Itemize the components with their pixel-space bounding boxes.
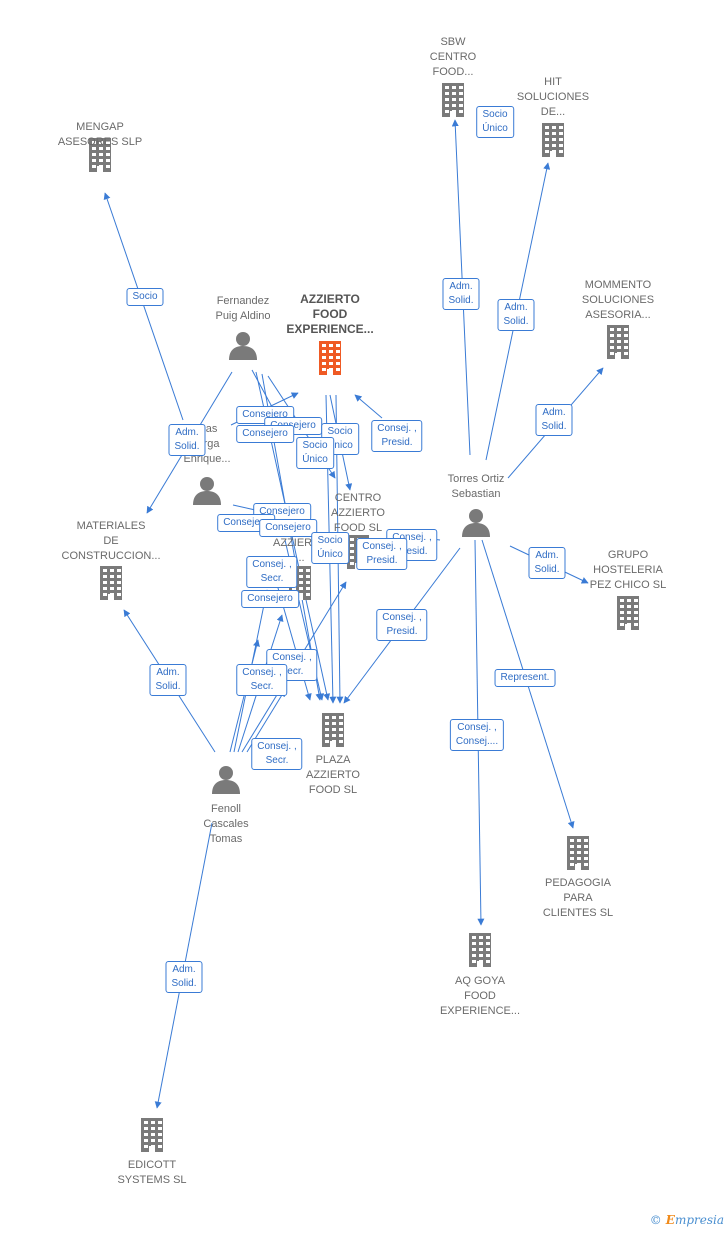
relation-label: Consej. , Secr.	[236, 664, 288, 696]
brand-logo-text: mpresia	[674, 1213, 724, 1227]
company-building-icon[interactable]	[562, 836, 594, 875]
node-label-materiales[interactable]: MATERIALES DE CONSTRUCCION...	[61, 520, 161, 562]
company-building-icon[interactable]	[464, 933, 496, 972]
company-building-icon[interactable]	[437, 83, 469, 122]
relation-label: Socio Único	[296, 437, 334, 469]
company-building-icon[interactable]	[317, 713, 349, 752]
node-label-azzierto_fe[interactable]: AZZIERTO FOOD EXPERIENCE...	[286, 292, 374, 336]
brand-logo-initial: E	[665, 1213, 675, 1227]
node-label-fenoll[interactable]: Fenoll Cascales Tomas	[203, 803, 249, 845]
relation-label: Consej. , Secr.	[246, 556, 298, 588]
company-building-icon[interactable]	[95, 566, 127, 605]
relation-label: Consej. , Secr.	[251, 738, 303, 770]
node-label-aqgoya[interactable]: AQ GOYA FOOD EXPERIENCE...	[439, 975, 521, 1017]
relation-label: Represent.	[494, 669, 556, 687]
relation-label: Adm. Solid.	[165, 961, 203, 993]
node-label-mommento[interactable]: MOMMENTO SOLUCIONES ASESORIA...	[581, 279, 655, 321]
company-building-icon[interactable]	[136, 1118, 168, 1157]
person-icon[interactable]	[461, 507, 491, 542]
node-label-plaza[interactable]: PLAZA AZZIERTO FOOD SL	[306, 754, 360, 796]
company-building-icon[interactable]	[602, 325, 634, 364]
relation-label: Consejero	[259, 519, 317, 537]
company-building-icon[interactable]	[612, 596, 644, 635]
relation-label: Socio Único	[476, 106, 514, 138]
relation-label: Adm. Solid.	[149, 664, 187, 696]
relation-edge	[103, 192, 184, 421]
node-label-pedagogia[interactable]: PEDAGOGIA PARA CLIENTES SL	[542, 877, 614, 919]
node-label-edicott[interactable]: EDICOTT SYSTEMS SL	[117, 1159, 187, 1186]
relation-label: Adm. Solid.	[535, 404, 573, 436]
company-building-icon[interactable]	[84, 138, 116, 177]
relation-edge	[354, 394, 383, 419]
copyright-icon: ©	[649, 1213, 662, 1227]
relation-label: Adm. Solid.	[497, 299, 535, 331]
node-label-centro[interactable]: CENTRO AZZIERTO FOOD SL	[331, 492, 385, 534]
node-label-torres[interactable]: Torres Ortiz Sebastian	[447, 473, 505, 500]
relation-label: Adm. Solid.	[442, 278, 480, 310]
node-label-sbw[interactable]: SBW CENTRO FOOD...	[429, 36, 477, 78]
node-label-hit[interactable]: HIT SOLUCIONES DE...	[516, 76, 590, 118]
relation-label: Consej. , Presid.	[371, 420, 423, 452]
person-icon[interactable]	[192, 475, 222, 510]
node-label-fernandez[interactable]: Fernandez Puig Aldino	[215, 295, 271, 322]
relation-label: Consejero	[236, 425, 294, 443]
company-building-icon[interactable]	[537, 123, 569, 162]
focus-company-building-icon[interactable]	[314, 341, 346, 380]
relation-label: Adm. Solid.	[168, 424, 206, 456]
relation-label: Socio	[126, 288, 164, 306]
relation-label: Consej. , Presid.	[356, 538, 408, 570]
relation-label: Consej. , Presid.	[376, 609, 428, 641]
node-label-grupo[interactable]: GRUPO HOSTELERIA PEZ CHICO SL	[589, 549, 667, 591]
relation-label: Consej. , Consej....	[449, 719, 505, 751]
relation-label: Adm. Solid.	[528, 547, 566, 579]
person-icon[interactable]	[211, 764, 241, 799]
relation-label: Consejero	[241, 590, 299, 608]
relation-label: Socio Único	[311, 532, 349, 564]
footer-brand: ©Empresia	[650, 1213, 724, 1227]
node-label-mengap[interactable]: MENGAP ASESORES SLP	[57, 121, 143, 148]
person-icon[interactable]	[228, 330, 258, 365]
